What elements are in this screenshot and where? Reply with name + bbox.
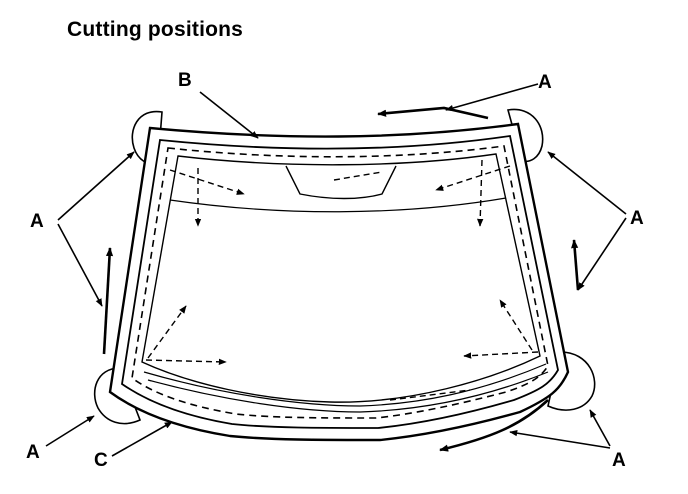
interior-dashed-arrows bbox=[145, 159, 539, 401]
leader-b bbox=[199, 91, 259, 139]
label-a-bottom-left: A bbox=[26, 442, 40, 463]
label-a-left: A bbox=[30, 211, 44, 232]
leader-a-top bbox=[445, 83, 539, 112]
lower-cowl-line-2 bbox=[147, 371, 549, 413]
lower-cowl-line-1 bbox=[143, 363, 547, 407]
leader-a-left-up bbox=[57, 151, 135, 221]
label-a-bottom-right: A bbox=[612, 450, 626, 471]
leader-a-bottom-left bbox=[45, 415, 95, 447]
diagram-title: Cutting positions bbox=[67, 18, 244, 41]
leader-lines bbox=[45, 83, 627, 457]
top-right-edge-arrow bbox=[377, 106, 489, 120]
dash-arrow-bl-up bbox=[147, 305, 187, 359]
dash-arrow-tr-down bbox=[477, 159, 484, 227]
dash-arrow-tl-right bbox=[169, 169, 245, 195]
label-a-top: A bbox=[538, 72, 552, 93]
leader-a-bottom-right-1 bbox=[509, 429, 611, 449]
dash-arrow-br-left bbox=[463, 351, 539, 359]
cutting-path bbox=[131, 145, 549, 419]
leader-a-right-up bbox=[547, 151, 627, 215]
right-edge-arrow bbox=[571, 239, 580, 291]
dash-arrow-bl-right bbox=[145, 358, 227, 366]
glass-edge bbox=[141, 153, 541, 403]
leader-a-right-down bbox=[577, 217, 627, 291]
sun-band-line bbox=[169, 197, 507, 213]
mirror-mount bbox=[285, 165, 397, 200]
dash-arrow-bottom bbox=[389, 389, 471, 401]
left-edge-arrow bbox=[102, 247, 114, 355]
cutter-arrows bbox=[102, 106, 580, 452]
leader-a-bottom-right-2 bbox=[589, 409, 611, 447]
label-b: B bbox=[178, 70, 192, 91]
label-c: C bbox=[94, 450, 108, 471]
leader-c bbox=[111, 421, 173, 457]
leader-a-left-down bbox=[57, 223, 103, 307]
cup-top-right bbox=[506, 108, 544, 163]
label-a-right: A bbox=[630, 208, 644, 229]
dash-arrow-tr-left bbox=[435, 165, 511, 191]
dash-arrow-center bbox=[333, 171, 383, 181]
bottom-right-edge-arrow bbox=[439, 399, 549, 452]
windshield-inner-edge bbox=[121, 134, 559, 429]
